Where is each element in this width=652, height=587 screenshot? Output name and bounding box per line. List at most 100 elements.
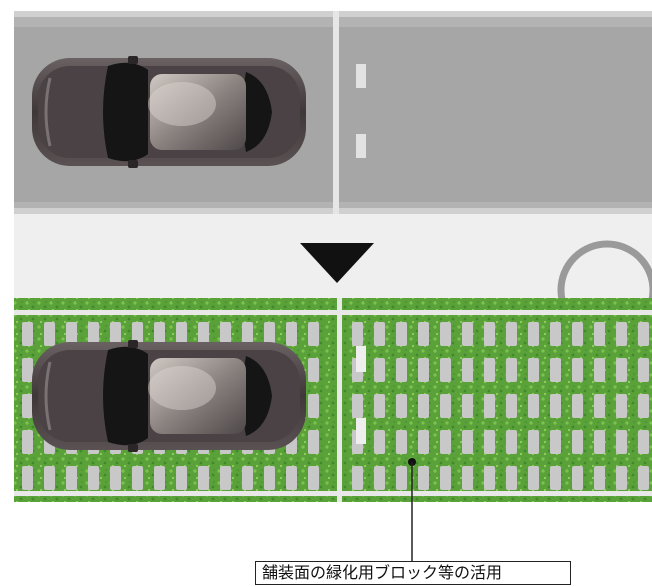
callout-label: 舗装面の緑化用ブロック等の活用 [255, 561, 571, 585]
paver-block [528, 466, 539, 490]
paver-block [396, 394, 407, 418]
paver-block [550, 394, 561, 418]
paver-block [286, 466, 297, 490]
paver-block [462, 358, 473, 382]
paver-block [440, 358, 451, 382]
paver-block [462, 430, 473, 454]
paver-block [572, 358, 583, 382]
paver-block [396, 358, 407, 382]
paver-block [462, 394, 473, 418]
paver-block [616, 430, 627, 454]
paver-block [308, 394, 319, 418]
paver-block [528, 394, 539, 418]
paver-block [506, 394, 517, 418]
paver-block [638, 430, 649, 454]
paver-block [352, 394, 363, 418]
stall-divider-line [333, 11, 339, 214]
paver-block [506, 430, 517, 454]
paver-block [176, 466, 187, 490]
paver-block [88, 322, 99, 346]
paver-block [220, 466, 231, 490]
paver-block [638, 322, 649, 346]
paver-block [484, 430, 495, 454]
paver-block [616, 394, 627, 418]
paver-block [264, 322, 275, 346]
paver-block [66, 322, 77, 346]
paver-block [396, 466, 407, 490]
paver-block [594, 394, 605, 418]
paver-block [418, 358, 429, 382]
paver-block [550, 358, 561, 382]
car-top-view-icon [32, 340, 306, 452]
paver-block [638, 466, 649, 490]
paver-block [198, 466, 209, 490]
wheel-stop-mark [356, 346, 366, 372]
paver-block [594, 430, 605, 454]
car-top-view-icon [32, 56, 306, 168]
paver-block [154, 466, 165, 490]
paver-block [638, 358, 649, 382]
paver-block [66, 466, 77, 490]
paver-block [22, 430, 33, 454]
paver-block [594, 358, 605, 382]
paver-block [440, 466, 451, 490]
paver-block [374, 466, 385, 490]
paver-block [22, 466, 33, 490]
stall-divider-line [337, 298, 342, 502]
paver-block [242, 322, 253, 346]
paver-block [572, 322, 583, 346]
wheel-stop-mark [356, 418, 366, 444]
paver-block [154, 322, 165, 346]
top-boundary-stripe [14, 310, 652, 315]
wheel-stop-mark [356, 64, 366, 88]
paver-block [528, 358, 539, 382]
paver-block [396, 430, 407, 454]
paver-block [418, 322, 429, 346]
paver-block [550, 466, 561, 490]
paver-block [308, 322, 319, 346]
paver-block [440, 394, 451, 418]
paver-block [22, 322, 33, 346]
paver-block [374, 358, 385, 382]
paver-block [572, 394, 583, 418]
paver-block [506, 358, 517, 382]
paver-block [132, 466, 143, 490]
paver-block [242, 466, 253, 490]
paver-block [374, 430, 385, 454]
paver-block [352, 322, 363, 346]
paver-block [616, 466, 627, 490]
paver-block [308, 430, 319, 454]
paver-block [462, 322, 473, 346]
paver-block [308, 466, 319, 490]
down-triangle-arrow-icon [300, 243, 374, 283]
paver-block [616, 322, 627, 346]
paver-block [572, 430, 583, 454]
paver-block [506, 322, 517, 346]
paver-block [418, 430, 429, 454]
paver-block [264, 466, 275, 490]
paver-block [308, 358, 319, 382]
paver-block [484, 358, 495, 382]
paver-block [88, 466, 99, 490]
paver-block [352, 466, 363, 490]
paver-block [550, 322, 561, 346]
wheel-stop-mark [356, 134, 366, 158]
paver-block [550, 430, 561, 454]
paver-block [440, 430, 451, 454]
paver-block [616, 358, 627, 382]
paver-block [44, 322, 55, 346]
paver-block [374, 394, 385, 418]
paver-block [220, 322, 231, 346]
paver-block [594, 322, 605, 346]
paver-block [110, 466, 121, 490]
paver-block [440, 322, 451, 346]
paver-block [506, 466, 517, 490]
paver-block [484, 322, 495, 346]
paver-block [462, 466, 473, 490]
paver-block [528, 322, 539, 346]
paver-block [374, 322, 385, 346]
paver-block [528, 430, 539, 454]
paver-block [484, 466, 495, 490]
paver-block [110, 322, 121, 346]
